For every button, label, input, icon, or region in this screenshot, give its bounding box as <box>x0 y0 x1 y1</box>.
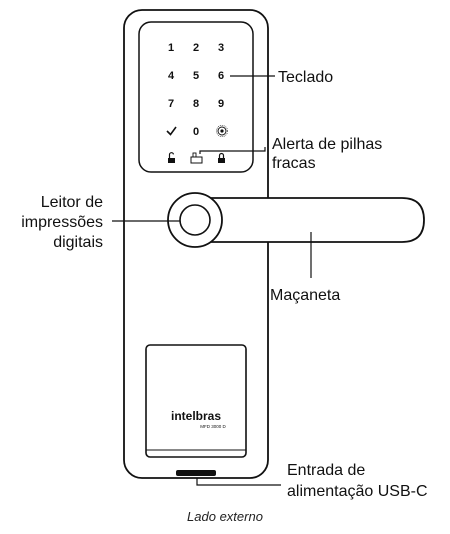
key-5: 5 <box>193 70 199 82</box>
lower-panel <box>145 344 247 458</box>
reader-label-line3: digitais <box>53 234 103 251</box>
battery-alert-label-line2: fracas <box>272 155 316 172</box>
caption: Lado externo <box>187 509 263 524</box>
key-4: 4 <box>168 70 175 82</box>
brand-name: intelbras <box>171 409 221 423</box>
checkmark-icon <box>166 126 177 136</box>
key-2: 2 <box>193 42 199 54</box>
battery-alert-label-line1: Alerta de pilhas <box>272 136 382 153</box>
key-7: 7 <box>168 98 174 110</box>
reader-label-line1: Leitor de <box>41 194 103 211</box>
usb-leader <box>196 478 281 486</box>
model-number: MFD 3000 D <box>200 424 226 429</box>
keypad: 1 2 3 4 5 6 7 8 9 0 <box>166 42 228 164</box>
usb-c-port <box>176 470 216 476</box>
key-8: 8 <box>193 98 199 110</box>
key-6: 6 <box>218 70 224 82</box>
unlock-icon <box>168 152 175 163</box>
lock-body <box>123 9 269 479</box>
usb-label-line2: alimentação USB-C <box>287 483 428 500</box>
keypad-panel <box>138 21 254 173</box>
handle-label: Maçaneta <box>270 287 340 304</box>
fingerprint-reader <box>179 204 211 236</box>
key-3: 3 <box>218 42 224 54</box>
keypad-label: Teclado <box>278 69 333 86</box>
reader-label-line2: impressões <box>21 214 103 231</box>
door-handle <box>196 197 425 243</box>
usb-label-line1: Entrada de <box>287 462 365 479</box>
lock-icon <box>218 152 225 163</box>
key-0: 0 <box>193 126 199 138</box>
key-9: 9 <box>218 98 224 110</box>
battery-alert-leader <box>199 147 266 154</box>
battery-icon <box>190 152 203 164</box>
key-1: 1 <box>168 42 174 54</box>
doorbell-icon <box>216 125 228 137</box>
